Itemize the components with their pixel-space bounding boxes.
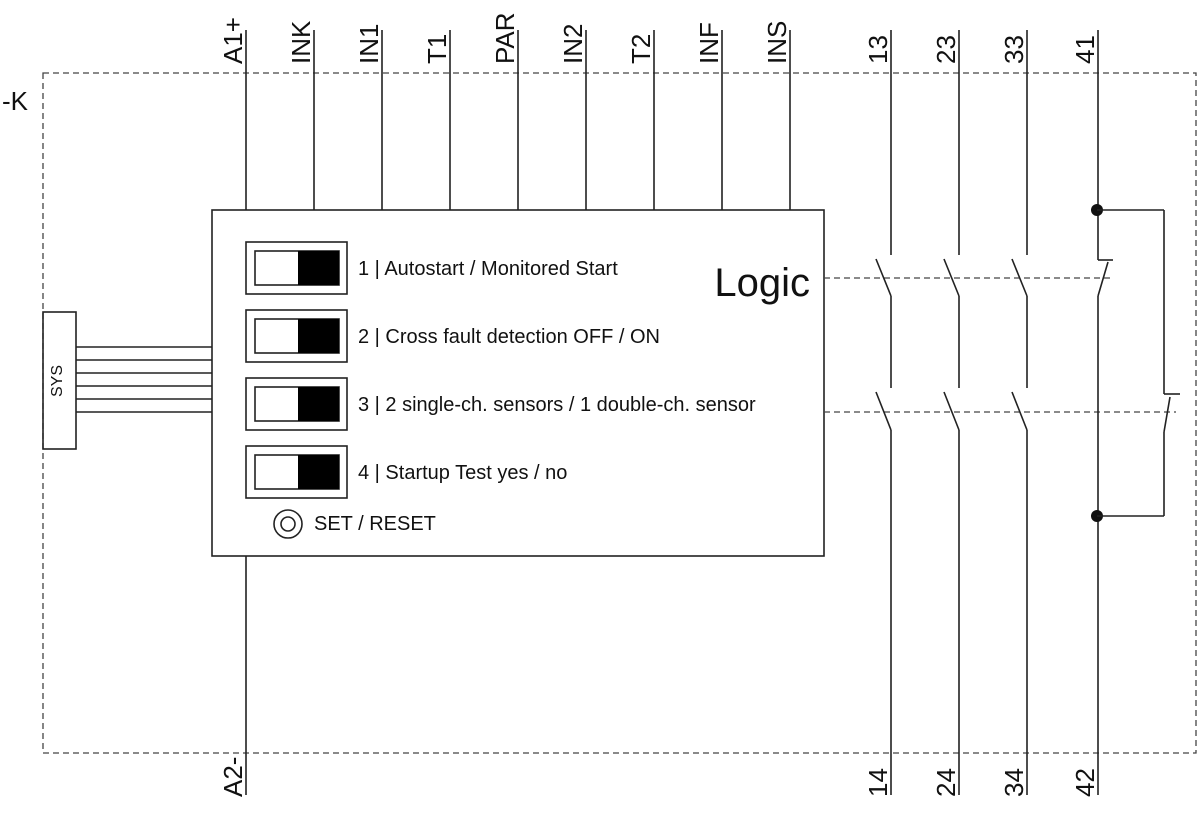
- logic-block: [211, 209, 825, 557]
- sys-bus-lines: [76, 346, 212, 413]
- contact-label-bottom: 24: [931, 768, 961, 797]
- dip-switch-knob[interactable]: [298, 387, 339, 421]
- terminal-in2: IN2: [558, 24, 588, 210]
- terminal-ins: INS: [762, 21, 792, 210]
- contact-label-top: 13: [863, 35, 893, 64]
- dip-switch-knob[interactable]: [298, 251, 339, 285]
- dip-switch-knob[interactable]: [298, 319, 339, 353]
- terminal-label: T2: [626, 34, 656, 64]
- dip-switch-label: 3 | 2 single-ch. sensors / 1 double-ch. …: [358, 394, 756, 416]
- terminal-in1: IN1: [354, 24, 384, 210]
- contact-label-top: 23: [931, 35, 961, 64]
- dip-switch-4[interactable]: 4 | Startup Test yes / no: [245, 445, 567, 499]
- dip-switch-housing[interactable]: [245, 309, 348, 363]
- terminal-par: PAR: [490, 12, 520, 210]
- dip-switch-label: 1 | Autostart / Monitored Start: [358, 258, 618, 280]
- top-terminals: A1+ INK IN1 T1 PAR IN2 T2 INF INS: [218, 12, 792, 210]
- dip-switch-knob[interactable]: [298, 455, 339, 489]
- nc-parallel-branch: [1091, 204, 1180, 522]
- dip-switch-1[interactable]: 1 | Autostart / Monitored Start: [245, 241, 618, 295]
- terminal-label: INF: [694, 22, 724, 64]
- terminal-label: INK: [286, 20, 316, 64]
- dip-switch-3[interactable]: 3 | 2 single-ch. sensors / 1 double-ch. …: [245, 377, 756, 431]
- contact-23-24: 23 24: [931, 30, 961, 797]
- output-contacts: 13 14 23 24 33 34 41 42: [863, 30, 1113, 797]
- terminal-label: INS: [762, 21, 792, 64]
- terminal-inf: INF: [694, 22, 724, 210]
- terminal-label: A1+: [218, 17, 248, 64]
- terminal-a1: A1+: [218, 17, 248, 210]
- contact-label-bottom: 34: [999, 768, 1029, 797]
- dip-switch-2[interactable]: 2 | Cross fault detection OFF / ON: [245, 309, 660, 363]
- contact-13-14: 13 14: [863, 30, 893, 797]
- dip-switch-housing[interactable]: [245, 241, 348, 295]
- terminal-t2: T2: [626, 30, 656, 210]
- reset-button[interactable]: [273, 509, 303, 539]
- device-label: -K: [2, 86, 29, 116]
- terminal-label: IN2: [558, 24, 588, 64]
- contact-label-top: 41: [1070, 35, 1100, 64]
- contact-41-42: 41 42: [1070, 30, 1113, 797]
- contact-33-34: 33 34: [999, 30, 1029, 797]
- reset-button-outer-ring[interactable]: [273, 509, 303, 539]
- contact-label-bottom: 14: [863, 768, 893, 797]
- reset-button-inner-ring[interactable]: [280, 516, 296, 532]
- terminal-ink: INK: [286, 20, 316, 210]
- dip-switch-label: 4 | Startup Test yes / no: [358, 462, 567, 484]
- contact-label-bottom: 42: [1070, 768, 1100, 797]
- sys-label: SYS: [49, 365, 66, 397]
- dip-switch-housing[interactable]: [245, 377, 348, 431]
- dip-switch-housing[interactable]: [245, 445, 348, 499]
- dip-switch-group: 1 | Autostart / Monitored Start 2 | Cross…: [245, 241, 756, 499]
- contact-label-top: 33: [999, 35, 1029, 64]
- terminal-label-a2: A2-: [218, 757, 248, 797]
- terminal-label: PAR: [490, 12, 520, 64]
- sys-connector: [42, 311, 77, 450]
- terminal-t1: T1: [422, 30, 452, 210]
- reset-button-label: SET / RESET: [314, 513, 436, 535]
- logic-label: Logic: [714, 261, 810, 305]
- terminal-label: T1: [422, 34, 452, 64]
- dip-switch-label: 2 | Cross fault detection OFF / ON: [358, 326, 660, 348]
- terminal-label: IN1: [354, 24, 384, 64]
